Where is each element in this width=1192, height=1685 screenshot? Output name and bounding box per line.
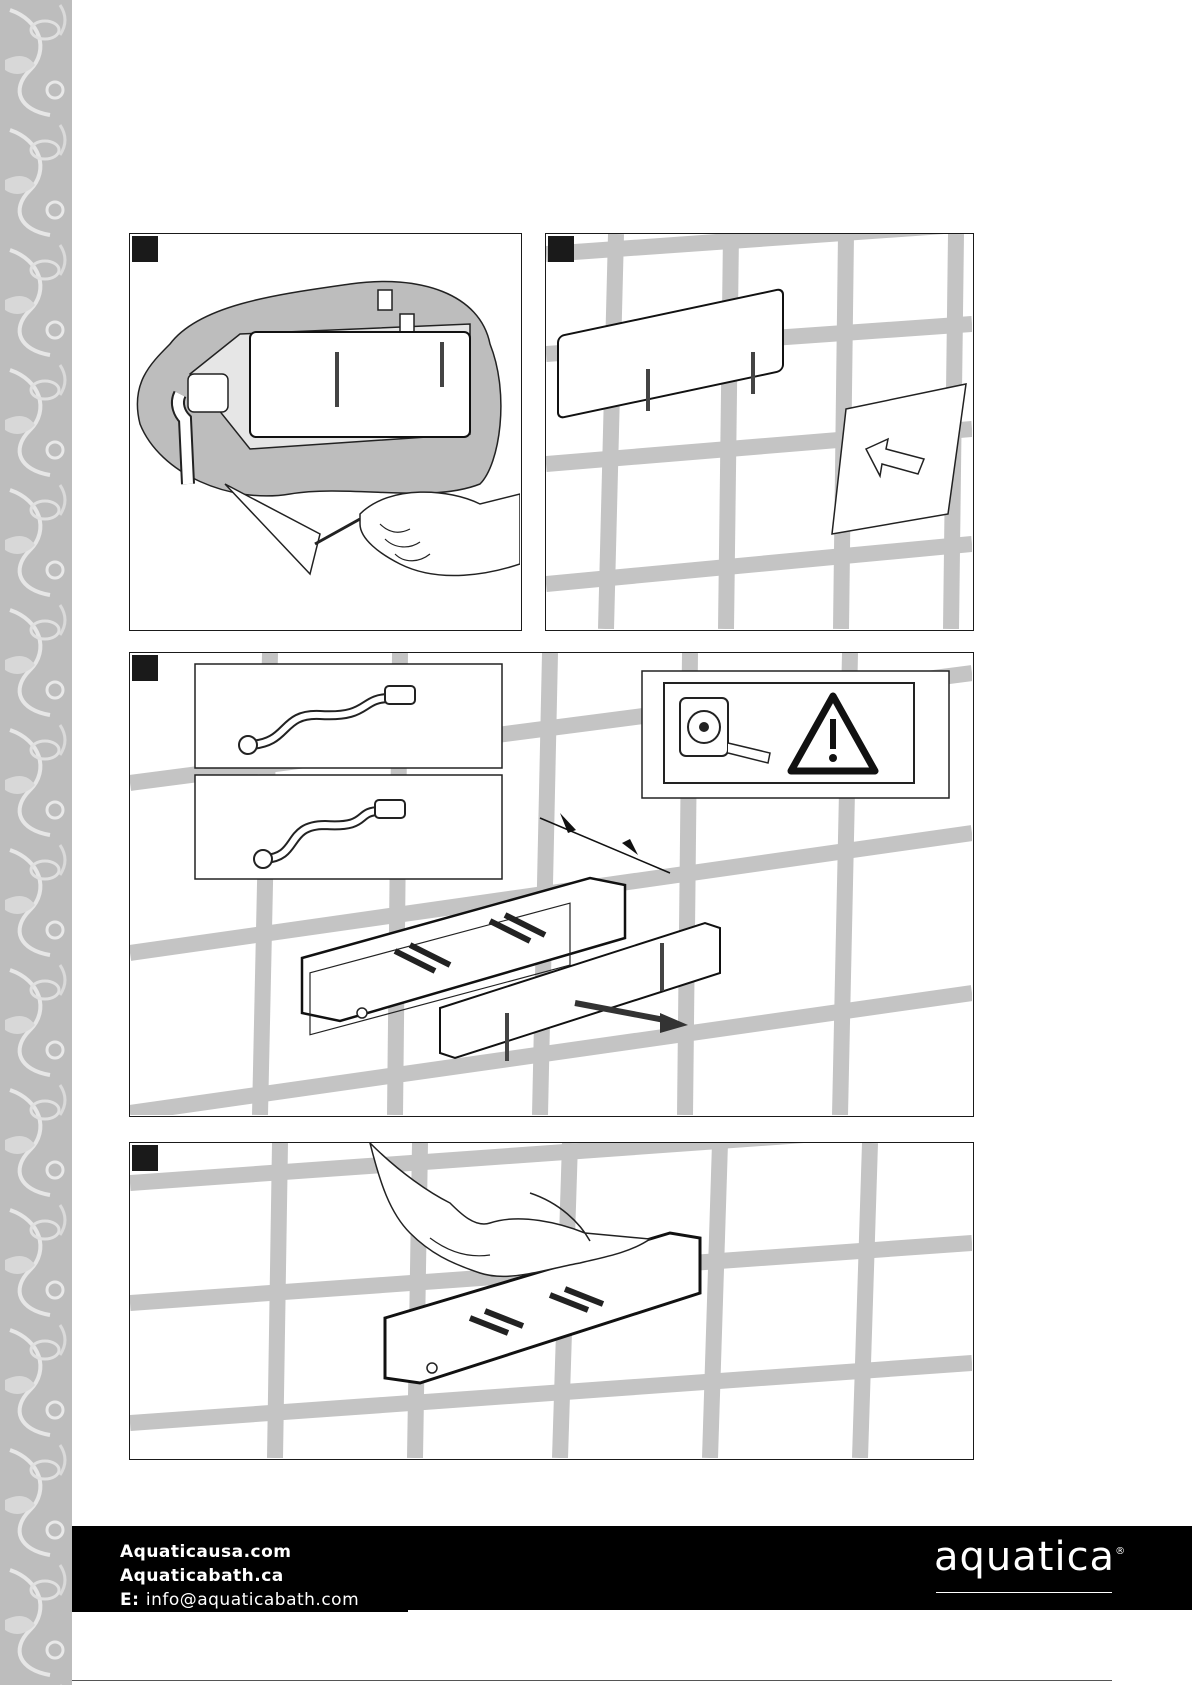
step-3-panel [129,652,974,1117]
tile-placement-arrow-icon [546,234,972,629]
email-label: E: [120,1590,139,1610]
hand-removing-cover-icon [130,1143,972,1458]
email-link[interactable]: info@aquaticabath.com [146,1590,359,1610]
aquatica-logo: aquatica® [934,1534,1126,1580]
footer-bar: Aquaticausa.com Aquaticabath.ca E: info@… [72,1526,1192,1610]
footer-strip [72,1610,408,1612]
logo-underline [936,1592,1112,1593]
step-2-number-badge [548,236,574,262]
bottom-rule [72,1680,1112,1681]
website-ca[interactable]: Aquaticabath.ca [120,1566,284,1586]
assembly-scene [130,653,972,1115]
logo-text: aquatica [934,1534,1115,1580]
step-1-number-badge [132,236,158,262]
step-4-panel [129,1142,974,1460]
step-3-number-badge [132,655,158,681]
email-line: E: info@aquaticabath.com [120,1590,359,1610]
trowel-plastering-icon [130,234,520,629]
logo-registered-mark: ® [1115,1546,1126,1557]
step-4-number-badge [132,1145,158,1171]
floral-border [0,0,72,1685]
step-2-panel [545,233,974,631]
step-1-panel [129,233,522,631]
website-us[interactable]: Aquaticausa.com [120,1542,292,1562]
floral-pattern-icon [0,0,72,1685]
